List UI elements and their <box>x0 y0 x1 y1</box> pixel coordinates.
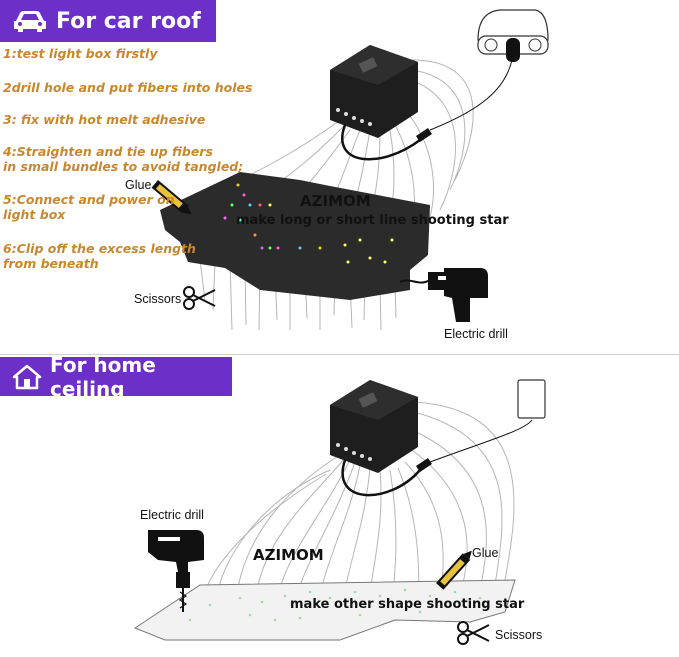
star-dots-bottom <box>188 588 482 622</box>
section-title-home: For home ceiling <box>50 352 156 401</box>
step-2: 2drill hole and put fibers into holes <box>3 80 253 95</box>
glue-icon <box>151 180 192 215</box>
glue-label: Glue <box>125 178 152 192</box>
light-box-icon-bottom <box>330 380 418 473</box>
section-banner-car: For car roof <box>0 0 216 42</box>
scissors-icon <box>183 286 216 310</box>
brand-label: AZIMOM <box>300 192 371 210</box>
step-5: 5:Connect and power on light box <box>3 192 175 222</box>
car-icon <box>12 9 48 33</box>
power-adapter-icon <box>517 379 546 419</box>
step-6: 6:Clip off the excess length from beneat… <box>3 241 196 271</box>
drill-label: Electric drill <box>444 327 508 341</box>
step-3: 3: fix with hot melt adhesive <box>3 112 206 127</box>
car-adapter-icon <box>477 9 549 62</box>
brand-label-bottom: AZIMOM <box>253 546 324 564</box>
shooting-star-note-bottom: make other shape shooting star <box>290 597 525 612</box>
scissors-icon-bottom <box>457 621 490 645</box>
home-icon <box>12 364 42 390</box>
light-box-icon <box>330 45 418 138</box>
ceiling-panel <box>133 579 516 641</box>
section-divider <box>0 354 679 355</box>
section-banner-home: For home ceiling <box>0 353 232 401</box>
drill-label-bottom: Electric drill <box>140 508 204 522</box>
scissors-label: Scissors <box>134 292 182 306</box>
glue-icon-bottom <box>436 550 472 590</box>
drill-icon-bottom <box>148 530 204 612</box>
star-dots-top <box>223 183 394 264</box>
car-roof-panel <box>160 172 430 300</box>
dc-connector <box>416 128 432 142</box>
section-title-car: For car roof <box>56 8 201 34</box>
shooting-star-note: make long or short line shooting star <box>236 213 509 228</box>
glue-label-bottom: Glue <box>472 546 499 560</box>
scissors-label-bottom: Scissors <box>495 628 543 642</box>
drill-icon <box>399 268 488 322</box>
step-4: 4:Straighten and tie up fibers in small … <box>3 144 244 174</box>
step-1: 1:test light box firstly <box>3 46 158 61</box>
